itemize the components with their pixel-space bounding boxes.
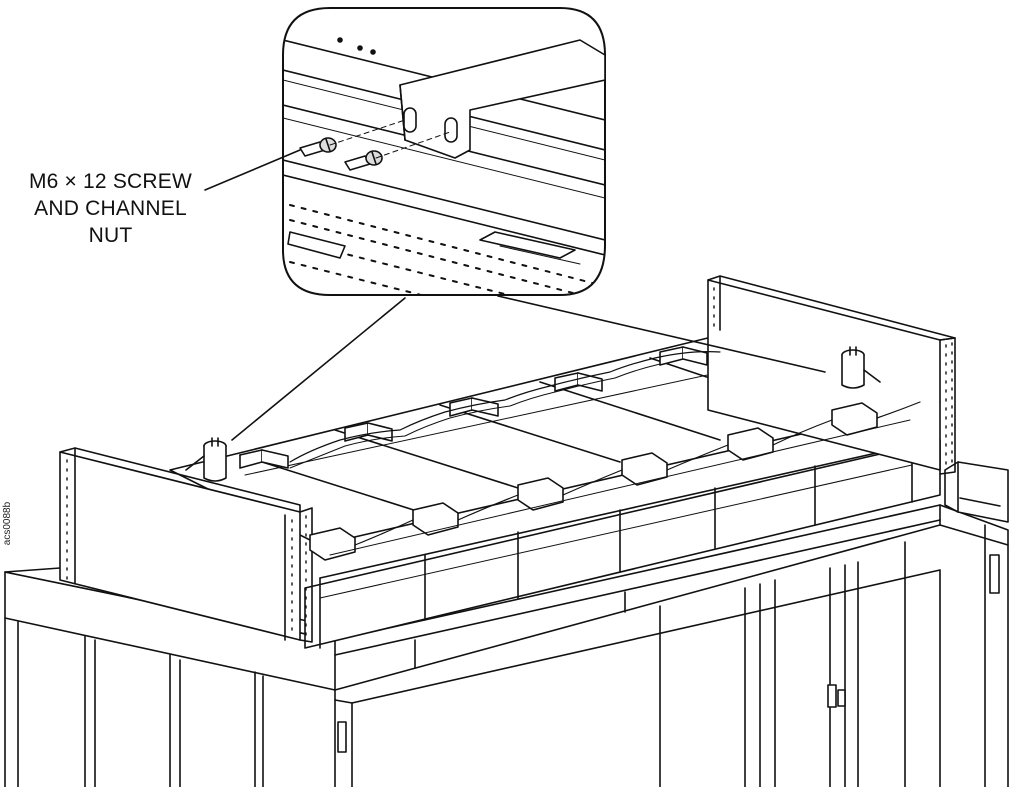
callout-line-2: AND CHANNEL [34, 197, 187, 220]
screw-right [841, 346, 881, 389]
zoom-screw-1 [299, 137, 337, 157]
screw-left [185, 437, 227, 482]
callout-cone [231, 295, 826, 441]
right-side-panel [707, 275, 956, 475]
callout-label: M6 × 12 SCREW AND CHANNEL NUT [8, 168, 213, 249]
zoom-screw-2 [344, 150, 383, 171]
left-side-panel [59, 447, 313, 643]
callout-leader-line [204, 149, 301, 191]
terminal-blocks-back [239, 346, 721, 469]
callout-line-3: NUT [88, 224, 133, 247]
zoom-detail-bubble [282, 7, 606, 296]
figure-id: acs0088b [2, 501, 14, 546]
rail-holes [66, 287, 953, 637]
terminal-blocks-front [309, 401, 921, 561]
callout-line-1: M6 × 12 SCREW [28, 170, 193, 193]
